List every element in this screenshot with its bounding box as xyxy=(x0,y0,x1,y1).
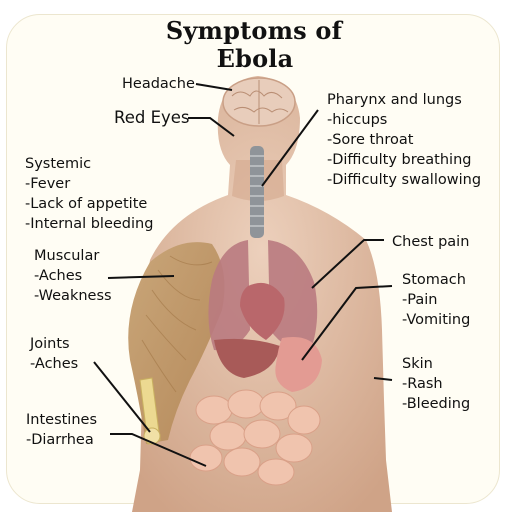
intestines-heading: Intestines xyxy=(26,412,98,428)
trachea xyxy=(250,146,264,238)
systemic-item-lack-of-appetite: -Lack of appetite xyxy=(25,196,148,212)
arm-bone xyxy=(139,377,161,445)
skin-heading: Skin xyxy=(402,356,433,372)
leader-pharynx xyxy=(261,109,319,187)
systemic-heading: Systemic xyxy=(25,156,92,172)
stomach-item-pain: -Pain xyxy=(402,292,438,308)
label-chest-pain: Chest pain xyxy=(392,234,470,250)
muscular-heading: Muscular xyxy=(34,248,100,264)
skin-item-rash: -Rash xyxy=(402,376,443,392)
label-red-eyes: Red Eyes xyxy=(114,108,190,127)
systemic-item-internal-bleeding: -Internal bleeding xyxy=(25,216,154,232)
leader-red-eyes xyxy=(188,117,235,137)
leader-chest-pain xyxy=(311,239,384,289)
muscular-item-weakness: -Weakness xyxy=(34,288,112,304)
intestines-item-diarrhea: -Diarrhea xyxy=(26,432,94,448)
label-group-muscular: Muscular -Aches -Weakness xyxy=(34,246,112,306)
muscular-item-aches: -Aches xyxy=(34,268,83,284)
stomach-heading: Stomach xyxy=(402,272,466,288)
muscle-striations xyxy=(141,255,213,393)
label-group-intestines: Intestines -Diarrhea xyxy=(26,410,97,450)
heart xyxy=(240,282,285,340)
leader-joints xyxy=(93,361,151,433)
pharynx-item-hiccups: -hiccups xyxy=(327,112,388,128)
leader-lines xyxy=(93,83,393,467)
label-group-skin: Skin -Rash -Bleeding xyxy=(402,354,470,414)
pharynx-heading: Pharynx and lungs xyxy=(327,92,462,108)
pharynx-item-difficulty-breathing: -Difficulty breathing xyxy=(327,152,472,168)
joints-item-aches: -Aches xyxy=(30,356,79,372)
systemic-item-fever: -Fever xyxy=(25,176,71,192)
pharynx-item-difficulty-swallowing: -Difficulty swallowing xyxy=(327,172,482,188)
liver xyxy=(214,338,280,378)
pharynx-item-sore-throat: -Sore throat xyxy=(327,132,414,148)
trachea-rings xyxy=(250,155,264,227)
skin-item-bleeding: -Bleeding xyxy=(402,396,471,412)
joints-heading: Joints xyxy=(30,336,70,352)
leader-intestines xyxy=(110,433,207,467)
brain-folds xyxy=(231,80,289,124)
stomach-item-vomiting: -Vomiting xyxy=(402,312,471,328)
label-headache: Headache xyxy=(122,76,195,92)
leader-skin xyxy=(373,377,393,381)
leader-stomach xyxy=(301,285,393,361)
leader-muscular xyxy=(107,275,175,279)
label-group-systemic: Systemic -Fever -Lack of appetite -Inter… xyxy=(25,154,153,234)
label-group-joints: Joints -Aches xyxy=(30,334,78,374)
stomach xyxy=(275,336,322,392)
left-lung xyxy=(208,240,250,351)
intestines xyxy=(189,389,321,486)
leader-headache xyxy=(195,83,233,91)
label-group-stomach: Stomach -Pain -Vomiting xyxy=(402,270,470,330)
title-line-2: Ebola xyxy=(216,44,294,73)
title-line-1: Symptoms of xyxy=(165,16,343,45)
right-lung xyxy=(268,240,318,352)
label-group-pharynx: Pharynx and lungs -hiccups -Sore throat … xyxy=(327,90,481,190)
